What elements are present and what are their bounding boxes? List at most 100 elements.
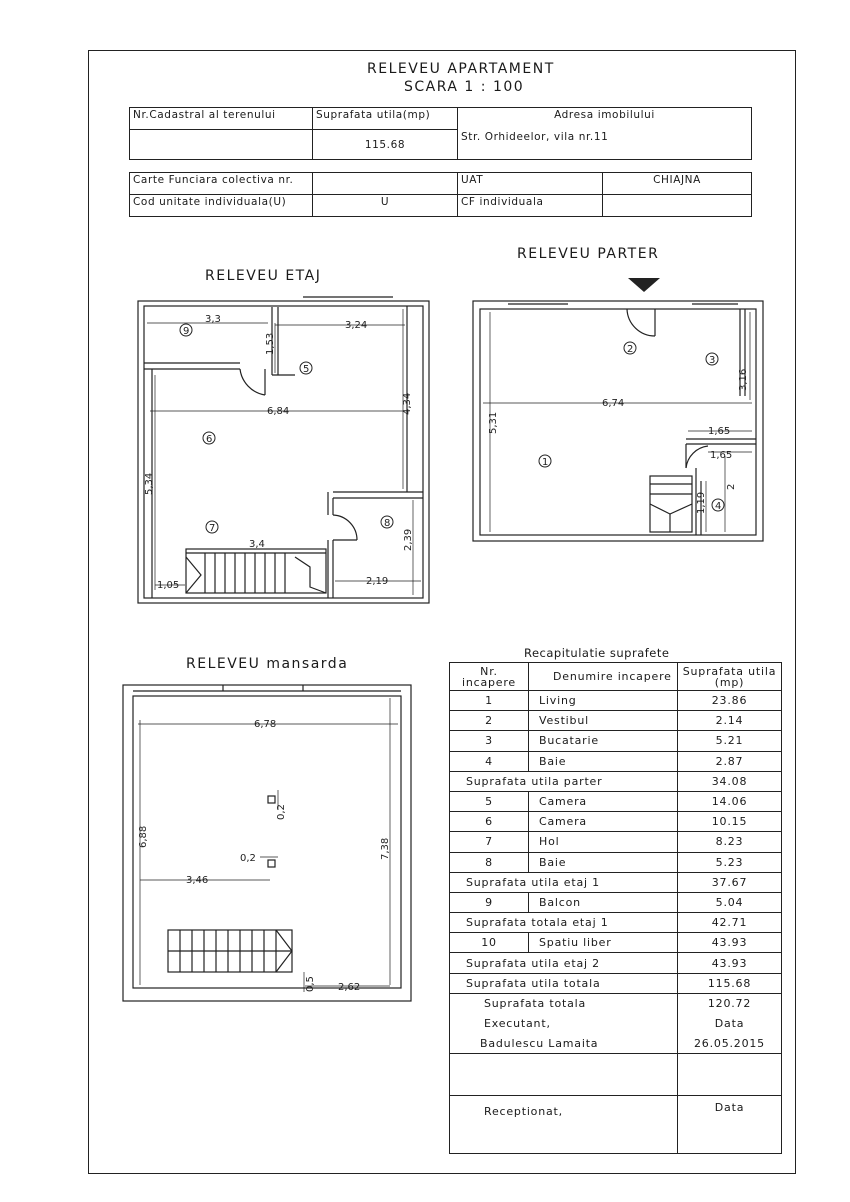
drawing-frame (88, 50, 796, 1174)
recap-room-area: 2.87 (677, 750, 782, 772)
executant-signature (449, 1053, 678, 1097)
recap-room-nr: 4 (449, 750, 529, 772)
recap-title: Recapitulatie suprafete (524, 646, 670, 660)
mansarda-dim-3-46: 3,46 (186, 875, 208, 886)
recap-room-area: 42.71 (677, 912, 782, 934)
parter-dim-1-19: 1,19 (696, 492, 707, 514)
recap-room-area: 5.21 (677, 730, 782, 752)
recap-room-area: 2.14 (677, 710, 782, 732)
cf-individuala-label: CF individuala (457, 194, 603, 217)
mansarda-dim-0-5: 0,5 (305, 976, 316, 992)
recap-room-name: Camera (528, 790, 678, 813)
recap-room-area: 14.06 (677, 790, 782, 813)
recap-room-nr: 5 (449, 790, 529, 813)
mansarda-plan-title: RELEVEU mansarda (186, 656, 349, 672)
address-value: Str. Orhideelor, vila nr.11 (457, 129, 752, 160)
etaj-dim-1-05: 1,05 (157, 580, 179, 591)
executant-data-label: Data (677, 1013, 782, 1034)
recap-room-nr: 3 (449, 730, 529, 752)
mansarda-floor-plan: 6,78 6,88 7,38 0,2 0,2 3,46 2,62 0,5 (122, 684, 412, 1002)
etaj-dim-6-84: 6,84 (267, 406, 289, 417)
recap-room-area: 43.93 (677, 952, 782, 974)
parter-dim-2: 2 (726, 484, 737, 490)
etaj-room-5: 5 (303, 364, 309, 375)
parter-plan-title: RELEVEU PARTER (517, 246, 660, 262)
scale-label: SCARA 1 : 100 (404, 79, 525, 95)
recap-summary-label: Suprafata utila etaj 2 (449, 952, 678, 974)
surface-label: Suprafata utila(mp) (312, 107, 458, 130)
executant-date: 26.05.2015 (677, 1033, 782, 1055)
recap-header-nr: Nr. incapere (449, 662, 529, 691)
mansarda-dim-7-38: 7,38 (380, 838, 391, 860)
page-title: RELEVEU APARTAMENT (367, 61, 555, 77)
recap-room-name: Camera (528, 811, 678, 833)
executant-signature-date (677, 1053, 782, 1097)
recap-room-nr: 9 (449, 891, 529, 914)
executant-label: Executant, (449, 1013, 678, 1034)
etaj-room-9: 9 (183, 326, 189, 337)
recap-table: Nr. incapere Denumire incapere Suprafata… (449, 662, 782, 1155)
mansarda-dim-0-2b: 0,2 (240, 853, 256, 864)
cf-individuala-value (602, 194, 752, 217)
mansarda-dim-6-88: 6,88 (138, 826, 149, 848)
cadastral-label: Nr.Cadastral al terenului (129, 107, 313, 130)
recap-summary-label: Suprafata utila etaj 1 (449, 871, 678, 893)
recap-room-area: 8.23 (677, 831, 782, 853)
cadastral-info-table: Nr.Cadastral al terenului Suprafata util… (129, 107, 752, 160)
etaj-floor-plan: 9 5 6 7 8 3,3 1,53 3,24 6,84 4,34 5,34 3… (137, 296, 430, 604)
etaj-dim-5-34: 5,34 (144, 473, 155, 495)
cod-unitate-label: Cod unitate individuala(U) (129, 194, 313, 217)
cf-colectiva-label: Carte Funciara colectiva nr. (129, 172, 313, 195)
recap-room-name: Baie (528, 851, 678, 873)
recap-room-name: Balcon (528, 891, 678, 914)
parter-dim-1-65b: 1,65 (710, 450, 732, 461)
recap-total-label: Suprafata totala (449, 992, 678, 1014)
etaj-dim-3-3: 3,3 (205, 314, 221, 325)
etaj-dim-1-53: 1,53 (265, 333, 276, 355)
executant-name: Badulescu Lamaita (449, 1033, 678, 1055)
etaj-dim-2-19: 2,19 (366, 576, 388, 587)
recap-room-area: 115.68 (677, 972, 782, 994)
recap-room-name: Hol (528, 831, 678, 853)
etaj-dim-3-24: 3,24 (345, 320, 367, 331)
receptionat-signature (449, 1117, 678, 1155)
recap-room-name: Bucatarie (528, 730, 678, 752)
recap-room-nr: 1 (449, 689, 529, 712)
recap-room-name: Spatiu liber (528, 932, 678, 954)
mansarda-dim-0-2a: 0,2 (276, 804, 287, 820)
recap-room-area: 5.23 (677, 851, 782, 873)
parter-room-1: 1 (542, 457, 548, 468)
parter-dim-1-65a: 1,65 (708, 426, 730, 437)
recap-room-name: Living (528, 689, 678, 712)
entrance-arrow-icon (628, 278, 660, 292)
recap-total-value: 120.72 (677, 992, 782, 1014)
recap-room-area: 10.15 (677, 811, 782, 833)
parter-dim-5-31: 5,31 (488, 412, 499, 434)
parter-room-2: 2 (627, 344, 633, 355)
mansarda-dim-6-78: 6,78 (254, 719, 276, 730)
recap-summary-label: Suprafata totala etaj 1 (449, 912, 678, 934)
recap-header-value: Suprafata utila (mp) (677, 662, 782, 691)
recap-room-area: 43.93 (677, 932, 782, 954)
recap-room-nr: 7 (449, 831, 529, 853)
recap-summary-label: Suprafata utila parter (449, 770, 678, 792)
parter-room-3: 3 (709, 355, 715, 366)
etaj-plan-title: RELEVEU ETAJ (205, 268, 322, 284)
recap-room-name: Vestibul (528, 710, 678, 732)
mansarda-dim-2-62: 2,62 (338, 982, 360, 993)
cadastral-value (129, 129, 313, 160)
recap-summary-label: Suprafata utila totala (449, 972, 678, 994)
surface-value: 115.68 (312, 129, 458, 160)
cod-unitate-value: U (312, 194, 458, 217)
receptionat-signature-date (677, 1117, 782, 1155)
